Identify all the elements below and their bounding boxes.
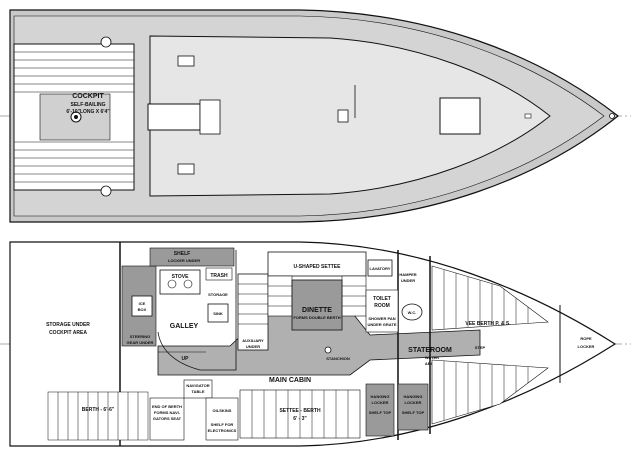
- lavatory-label: LAVATORY: [370, 266, 391, 271]
- u-settee-label: U-SHAPED SETTEE: [294, 264, 342, 270]
- oilskins-locker: [205, 397, 239, 441]
- hanging-locker-1: [365, 383, 395, 437]
- stanchion: [324, 346, 332, 354]
- burner-2: [183, 279, 193, 289]
- auxiliary-1: AUXILIARY: [242, 338, 264, 343]
- vee-berth-label: VEE BERTH P. & S.: [465, 321, 511, 327]
- tiller-post-inner: [74, 115, 78, 119]
- settee-berth-2: 6' - 3": [293, 416, 307, 422]
- rope-locker-2: LOCKER: [578, 344, 595, 349]
- interior-plan: STORAGE UNDER COCKPIT AREA BERTH - 6'-6"…: [0, 241, 631, 447]
- auxiliary-2: UNDER: [246, 344, 260, 349]
- shower-2: UNDER GRATE: [367, 322, 396, 327]
- vee-berth-starboard: [431, 359, 549, 425]
- settee-berth-1: SETTEE - BERTH: [279, 408, 321, 414]
- dinette-table: [291, 279, 343, 331]
- oilskins-label: OILSKINS: [213, 408, 232, 413]
- u-settee-back: [267, 251, 367, 277]
- ice-box: [131, 295, 153, 317]
- water-1: WATER: [425, 355, 439, 360]
- step-label: STEP: [475, 345, 486, 350]
- aft-storage-label-1: STORAGE UNDER: [46, 322, 90, 328]
- sink: [207, 303, 229, 323]
- settee-berth-slats: [251, 390, 349, 438]
- galley-label: GALLEY: [170, 323, 199, 330]
- ice-box-2: BOX: [138, 307, 147, 312]
- hanging-2b: LOCKER: [405, 400, 422, 405]
- hanging-1a: HANGING: [371, 394, 390, 399]
- winch-port: [177, 55, 195, 67]
- cabin-house: [149, 35, 551, 197]
- wc: [401, 303, 423, 321]
- shelf-top-2: SHELF TOP: [402, 410, 425, 415]
- stove: [159, 269, 201, 295]
- burner-1: [167, 279, 177, 289]
- shelf-top-1: SHELF TOP: [369, 410, 392, 415]
- toilet-room-1: TOILET: [373, 296, 391, 302]
- forehatch: [439, 97, 481, 135]
- deck-plan: COCKPIT SELF-BAILING 6'-10"LONG X 6'4": [0, 9, 631, 223]
- galley-shelf: [149, 247, 235, 267]
- companionway-slide: [199, 99, 221, 135]
- navigator-table-2: TABLE: [191, 389, 204, 394]
- hanging-locker-2: [397, 383, 429, 431]
- navigator-table-1: NAVIGATOR: [186, 383, 209, 388]
- end-berth-3: GATORS SEAT: [153, 416, 182, 421]
- vee-berth-slats: [443, 270, 529, 420]
- cockpit-title: COCKPIT: [72, 93, 104, 100]
- aft-storage-label-2: COCKPIT AREA: [49, 330, 87, 336]
- companionway-up: UP: [182, 356, 190, 362]
- stanchion-label: STANCHION: [326, 356, 350, 361]
- cockpit-self-bailing: SELF-BAILING: [71, 102, 106, 108]
- end-berth-1: END OF BERTH: [152, 404, 182, 409]
- main-cabin-label: MAIN CABIN: [269, 377, 311, 384]
- auxiliary-slats: [238, 283, 268, 325]
- mast-step: [337, 109, 349, 123]
- rope-locker-1: ROPE: [580, 336, 592, 341]
- shelf-electronics-1: SHELF FOR: [211, 422, 234, 427]
- cockpit-dimensions: 6'-10"LONG X 6'4": [66, 109, 110, 115]
- trash-label: TRASH: [210, 273, 228, 279]
- shelf-electronics-2: ELECTRONICS: [208, 428, 237, 433]
- galley-counter-curve: [157, 250, 237, 371]
- toilet-room: [365, 289, 399, 333]
- stove-label: STOVE: [172, 274, 190, 280]
- quarter-berth-label: BERTH - 6'-6": [82, 407, 115, 413]
- hamper-2: UNDER: [401, 278, 415, 283]
- navigator-table: [183, 379, 213, 399]
- ice-box-1: ICE: [139, 301, 146, 306]
- trash-bin: [205, 267, 233, 281]
- hanging-1b: LOCKER: [372, 400, 389, 405]
- locker-under-label: LOCKER UNDER: [168, 258, 200, 263]
- quarter-berth-slats: [47, 391, 149, 441]
- vee-berth-port: [431, 265, 549, 331]
- stateroom-label: STATEROOM: [408, 347, 452, 354]
- wc-label: W.C.: [408, 310, 417, 315]
- steering-gear-1: STEERING: [130, 334, 150, 339]
- companionway-hatch: [147, 103, 201, 131]
- bow-fitting: [609, 113, 615, 119]
- storage-label: STORAGE: [208, 292, 228, 297]
- u-settee-slats: [268, 285, 366, 307]
- winch-aft-starboard: [100, 185, 112, 197]
- bow-cleat: [524, 113, 532, 119]
- winch-starboard: [177, 163, 195, 175]
- shower-1: SHOWER PAN: [368, 316, 395, 321]
- winch-aft-port: [100, 36, 112, 48]
- steering-gear-2: GEAR UNDER: [127, 340, 154, 345]
- shelf-label: SHELF: [174, 251, 190, 257]
- end-berth-2: FORMS NAVI-: [154, 410, 181, 415]
- navigator-seat-note: [149, 397, 185, 441]
- cockpit-seat-slats: [14, 51, 134, 183]
- auxiliary-box: [237, 273, 269, 351]
- sink-label: SINK: [213, 311, 223, 316]
- toilet-room-2: ROOM: [374, 303, 390, 309]
- hanging-2a: HANGING: [404, 394, 423, 399]
- hamper-1: HAMPER: [399, 272, 416, 277]
- dinette-label: DINETTE: [302, 307, 332, 314]
- lavatory: [367, 259, 393, 277]
- dinette-sub: FORMS DOUBLE BERTH: [293, 315, 340, 320]
